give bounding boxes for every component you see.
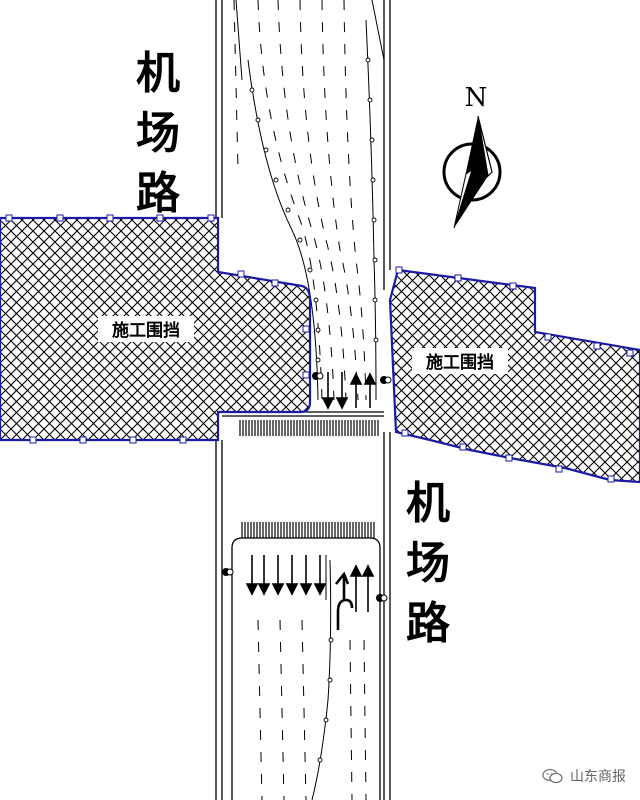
- svg-text:场: 场: [406, 538, 450, 589]
- svg-text:路: 路: [406, 598, 451, 649]
- svg-text:场: 场: [136, 108, 180, 159]
- guide-lines-south: [311, 555, 332, 800]
- zone-left-label: 施工围挡: [112, 320, 180, 341]
- crosswalk-south: [241, 522, 375, 538]
- lane-dashes-north: [233, 0, 367, 401]
- guide-lines-north: [235, 0, 385, 401]
- zone-right-label-bg: [412, 348, 508, 374]
- hoarding-right-posts: [395, 266, 634, 483]
- guide-dots-north: [249, 57, 379, 363]
- lane-arrows-south: [245, 555, 375, 612]
- svg-text:N: N: [465, 83, 488, 113]
- zone-right-label: 施工围挡: [426, 352, 494, 373]
- road-edges: [215, 0, 391, 800]
- lane-arrow-icon: [334, 571, 354, 630]
- svg-text:机: 机: [406, 478, 450, 529]
- road-label-north: 机 场 路: [136, 48, 181, 219]
- watermark: 山东商报: [542, 766, 626, 786]
- north-arrow-icon: N: [442, 83, 502, 229]
- lane-arrows-north: [321, 372, 377, 410]
- lane-dashes-south: [257, 619, 367, 800]
- road-label-south: 机 场 路: [406, 478, 451, 649]
- guide-dots-south: [317, 637, 334, 763]
- signal-poles: [222, 372, 392, 602]
- zone-left-label-bg: [98, 316, 194, 342]
- watermark-text: 山东商报: [570, 769, 626, 785]
- svg-text:路: 路: [136, 168, 181, 219]
- hoarding-right: [388, 268, 640, 484]
- wechat-icon: [542, 768, 563, 784]
- hoarding-left-posts: [5, 214, 310, 444]
- svg-text:机: 机: [136, 48, 180, 99]
- crosswalk-north: [239, 420, 379, 436]
